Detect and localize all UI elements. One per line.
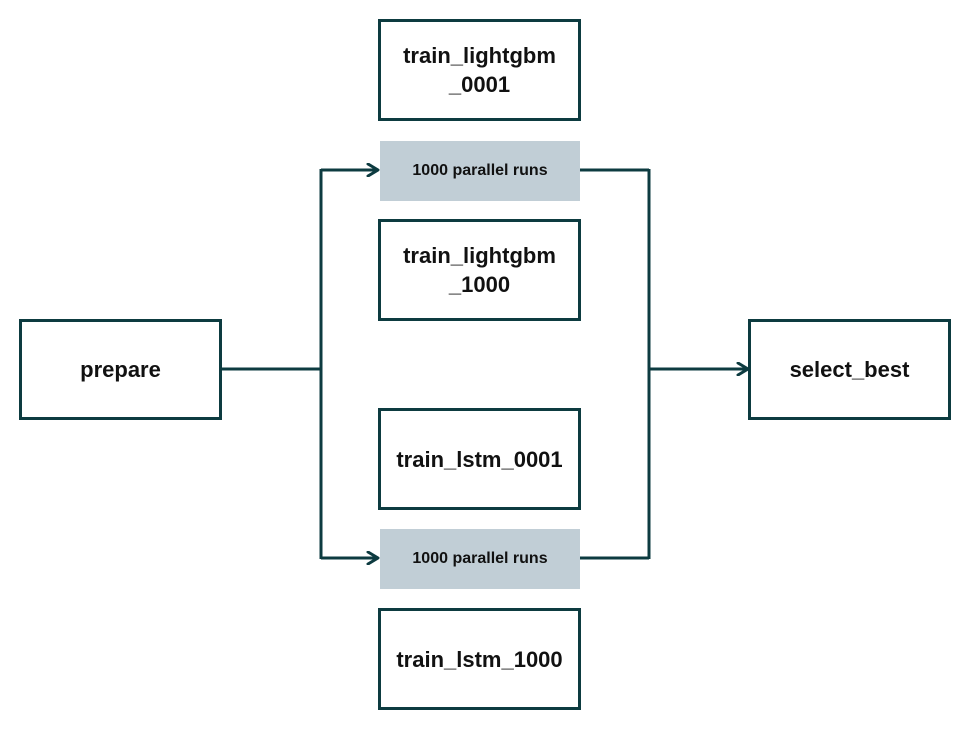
node-select-best: select_best	[748, 319, 951, 420]
node-prepare: prepare	[19, 319, 222, 420]
node-train-lstm-0001: train_lstm_0001	[378, 408, 581, 510]
node-train-lstm-0001-label: train_lstm_0001	[396, 446, 563, 472]
node-train-lstm-1000: train_lstm_1000	[378, 608, 581, 710]
node-train-lightgbm-1000-label: train_lightgbm _1000	[403, 243, 556, 297]
node-train-lightgbm-0001-label: train_lightgbm _0001	[403, 43, 556, 97]
node-train-lightgbm-1000: train_lightgbm _1000	[378, 219, 581, 321]
node-train-lightgbm-0001: train_lightgbm _0001	[378, 19, 581, 121]
node-select-best-label: select_best	[789, 357, 910, 382]
node-train-lstm-1000-label: train_lstm_1000	[396, 646, 563, 672]
band-lightgbm-label: 1000 parallel runs	[412, 162, 548, 179]
band-lstm-label: 1000 parallel runs	[412, 550, 548, 567]
node-prepare-label: prepare	[80, 357, 161, 382]
band-lstm-parallel-runs: 1000 parallel runs	[380, 529, 580, 589]
band-lightgbm-parallel-runs: 1000 parallel runs	[380, 141, 580, 201]
